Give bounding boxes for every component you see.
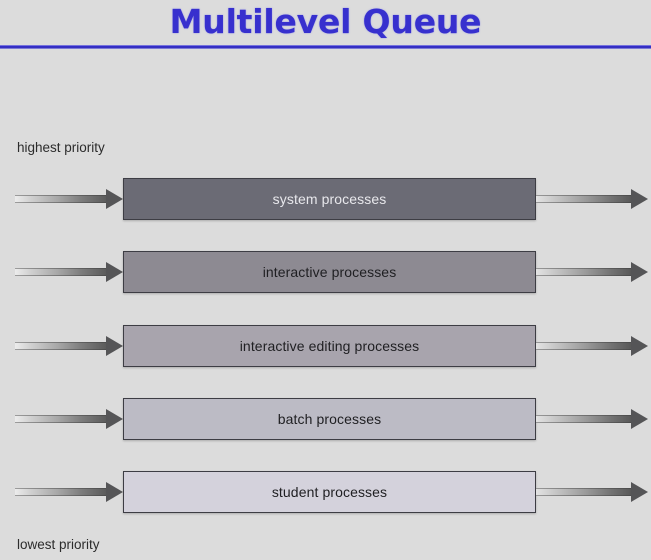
arrowhead-icon <box>106 409 123 429</box>
arrowhead-icon <box>631 336 648 356</box>
arrowhead-icon <box>106 262 123 282</box>
outgoing-arrow <box>536 189 648 209</box>
queue-label: interactive editing processes <box>239 338 420 354</box>
lowest-priority-label: lowest priority <box>17 537 100 552</box>
queue-box[interactable]: student processes <box>123 471 536 513</box>
queue-row: batch processes <box>0 398 651 440</box>
arrowhead-icon <box>106 482 123 502</box>
arrowhead-icon <box>106 189 123 209</box>
arrow-shaft <box>536 342 632 350</box>
arrow-shaft <box>536 268 632 276</box>
queue-row: interactive processes <box>0 251 651 293</box>
outgoing-arrow <box>536 262 648 282</box>
arrow-shaft <box>15 268 107 276</box>
title-band: Multilevel Queue <box>0 0 651 45</box>
title-divider <box>0 45 651 49</box>
incoming-arrow <box>15 336 123 356</box>
outgoing-arrow <box>536 336 648 356</box>
arrow-shaft <box>536 415 632 423</box>
highest-priority-label: highest priority <box>17 140 105 155</box>
arrowhead-icon <box>631 409 648 429</box>
arrow-shaft <box>15 195 107 203</box>
arrow-shaft <box>536 488 632 496</box>
queue-box[interactable]: batch processes <box>123 398 536 440</box>
page-title: Multilevel Queue <box>169 2 482 41</box>
incoming-arrow <box>15 189 123 209</box>
arrowhead-icon <box>631 262 648 282</box>
queue-box[interactable]: interactive processes <box>123 251 536 293</box>
queue-label: system processes <box>272 191 387 207</box>
queue-label: student processes <box>271 484 388 500</box>
outgoing-arrow <box>536 482 648 502</box>
queue-box[interactable]: system processes <box>123 178 536 220</box>
arrow-shaft <box>536 195 632 203</box>
incoming-arrow <box>15 409 123 429</box>
outgoing-arrow <box>536 409 648 429</box>
queue-row: interactive editing processes <box>0 325 651 367</box>
incoming-arrow <box>15 482 123 502</box>
queue-row: system processes <box>0 178 651 220</box>
arrow-shaft <box>15 488 107 496</box>
arrow-shaft <box>15 342 107 350</box>
arrowhead-icon <box>631 482 648 502</box>
incoming-arrow <box>15 262 123 282</box>
arrow-shaft <box>15 415 107 423</box>
arrowhead-icon <box>106 336 123 356</box>
queue-label: interactive processes <box>262 264 397 280</box>
queue-box[interactable]: interactive editing processes <box>123 325 536 367</box>
queue-label: batch processes <box>277 411 382 427</box>
arrowhead-icon <box>631 189 648 209</box>
queue-row: student processes <box>0 471 651 513</box>
